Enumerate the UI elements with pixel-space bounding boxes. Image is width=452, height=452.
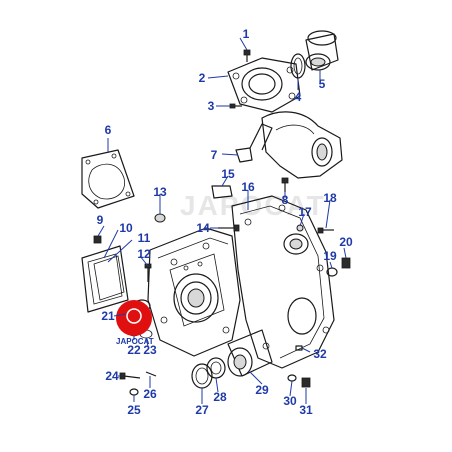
callout-21: 21: [101, 309, 115, 323]
japocat-logo: JAPOCAT: [116, 300, 154, 346]
callout-31: 31: [299, 403, 313, 417]
callout-8: 8: [282, 193, 289, 207]
callout-15: 15: [221, 167, 235, 181]
main-housing-left: [147, 227, 241, 357]
extension-housing: [261, 111, 343, 179]
callout-7: 7: [211, 148, 218, 162]
callout-28: 28: [213, 390, 227, 404]
part-6-gasket: [81, 149, 135, 209]
part-30-washer: [287, 374, 297, 382]
part-27-seal: [191, 363, 213, 389]
callout-3: 3: [208, 99, 215, 113]
callout-12: 12: [137, 247, 151, 261]
callout-10: 10: [119, 221, 133, 235]
callout-13: 13: [153, 185, 167, 199]
part-9-plug: [93, 235, 102, 244]
callout-5: 5: [319, 77, 326, 91]
part-10-cover: [81, 245, 129, 313]
callout-16: 16: [241, 180, 255, 194]
callout-18: 18: [323, 191, 337, 205]
callout-14: 14: [196, 221, 210, 235]
callout-19: 19: [323, 249, 337, 263]
callout-24: 24: [105, 369, 119, 383]
part-16-housing-right: [231, 195, 335, 369]
part-7-bracket: [235, 123, 273, 163]
part-31-plug: [301, 377, 311, 388]
callout-11: 11: [138, 231, 151, 245]
callout-20: 20: [339, 235, 353, 249]
callout-30: 30: [283, 394, 297, 408]
part-24-bolt: [119, 372, 141, 380]
logo-text: JAPOCAT: [116, 337, 154, 346]
callout-25: 25: [127, 403, 141, 417]
callout-32: 32: [313, 347, 327, 361]
part-4-seal: [290, 53, 306, 79]
part-12-stud: [144, 263, 152, 282]
part-29-output-tube: [227, 329, 273, 377]
callout-23: 23: [143, 343, 157, 357]
callout-6: 6: [105, 123, 112, 137]
callout-27: 27: [195, 403, 209, 417]
callout-2: 2: [199, 71, 206, 85]
part-14-bolt: [218, 224, 240, 232]
part-11-gasket: [93, 255, 125, 301]
part-26-stud: [145, 371, 157, 377]
callout-29: 29: [255, 383, 269, 397]
part-25-washer: [129, 388, 139, 396]
part-5-boot: [305, 30, 339, 71]
part-18-bolt: [317, 227, 334, 234]
watermark: JAPOCAT: [180, 190, 326, 221]
part-20-plug: [341, 257, 351, 269]
part-1-bolt: [243, 49, 251, 62]
callout-17: 17: [298, 205, 312, 219]
part-13-plug: [154, 213, 166, 223]
callout-4: 4: [295, 90, 302, 104]
callout-9: 9: [97, 213, 104, 227]
leader-lines: [97, 37, 347, 404]
callout-labels: 1 2 3 4 5 6 7 8 9 10 11 12 13 14 15 16 1…: [97, 27, 353, 417]
callout-1: 1: [243, 27, 250, 41]
part-2-flange-housing: [227, 57, 301, 113]
callout-26: 26: [143, 387, 157, 401]
part-8-bolt: [281, 177, 289, 192]
part-15-bracket: [211, 185, 233, 199]
callout-22: 22: [127, 343, 141, 357]
